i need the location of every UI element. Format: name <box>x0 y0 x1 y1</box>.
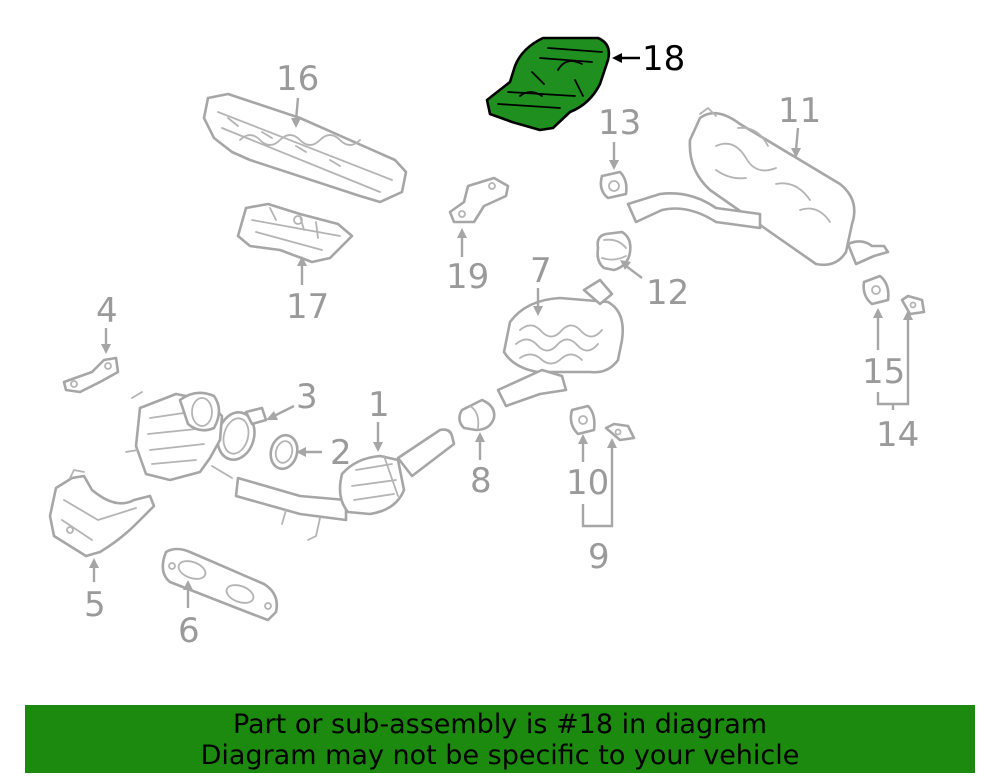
callout-10: 10 <box>566 463 609 503</box>
callout-7: 7 <box>530 251 552 291</box>
callout-19: 19 <box>446 257 489 297</box>
callout-labels: 18 16 17 19 13 11 12 7 15 14 10 9 8 1 2 … <box>84 39 919 651</box>
callout-15: 15 <box>862 352 905 392</box>
part-10-hanger[interactable] <box>569 404 596 436</box>
callout-17: 17 <box>286 287 329 327</box>
part-16-upper-heat-shield[interactable] <box>202 92 408 204</box>
callout-12: 12 <box>646 273 689 313</box>
part-8-clamp[interactable] <box>458 398 496 432</box>
banner-line-2: Diagram may not be specific to your vehi… <box>200 740 800 771</box>
part-17-lower-heat-shield[interactable] <box>236 202 354 264</box>
callout-13: 13 <box>598 103 641 143</box>
callout-9: 9 <box>588 537 610 577</box>
part-9-bracket[interactable] <box>604 422 636 442</box>
part-7-center-muffler[interactable] <box>496 278 624 408</box>
callout-16: 16 <box>276 59 319 99</box>
part-13-hanger[interactable] <box>599 170 628 200</box>
callout-5: 5 <box>84 585 106 625</box>
part-1-front-pipe[interactable] <box>234 428 456 541</box>
part-14-bracket[interactable] <box>900 294 926 316</box>
callout-6: 6 <box>178 611 200 651</box>
part-11-rear-muffler[interactable] <box>688 107 890 267</box>
part-18-heat-shield-highlighted[interactable] <box>485 36 611 132</box>
callout-1: 1 <box>368 385 390 425</box>
part-6-gasket-plate[interactable] <box>161 547 279 622</box>
callout-4: 4 <box>96 291 118 331</box>
leader-lines <box>89 53 913 608</box>
part-2-gasket[interactable] <box>267 432 301 472</box>
part-19-bracket[interactable] <box>448 176 510 224</box>
exhaust-parts-diagram: 18 16 17 19 13 11 12 7 15 14 10 9 8 1 2 … <box>48 36 926 651</box>
callout-14: 14 <box>876 415 919 455</box>
callout-18: 18 <box>642 39 685 79</box>
catalytic-converter <box>125 391 233 482</box>
callout-11: 11 <box>778 91 821 131</box>
callout-3: 3 <box>296 377 318 417</box>
part-3-clamp[interactable] <box>212 406 268 464</box>
banner-line-1: Part or sub-assembly is #18 in diagram <box>232 709 768 740</box>
part-15-hanger[interactable] <box>862 274 890 306</box>
callout-8: 8 <box>470 461 492 501</box>
intermediate-pipe <box>626 192 762 230</box>
info-banner: Part or sub-assembly is #18 in diagram D… <box>25 705 975 773</box>
callout-2: 2 <box>330 433 352 473</box>
part-5-bracket[interactable] <box>48 469 156 558</box>
part-4-bracket[interactable] <box>62 356 120 394</box>
